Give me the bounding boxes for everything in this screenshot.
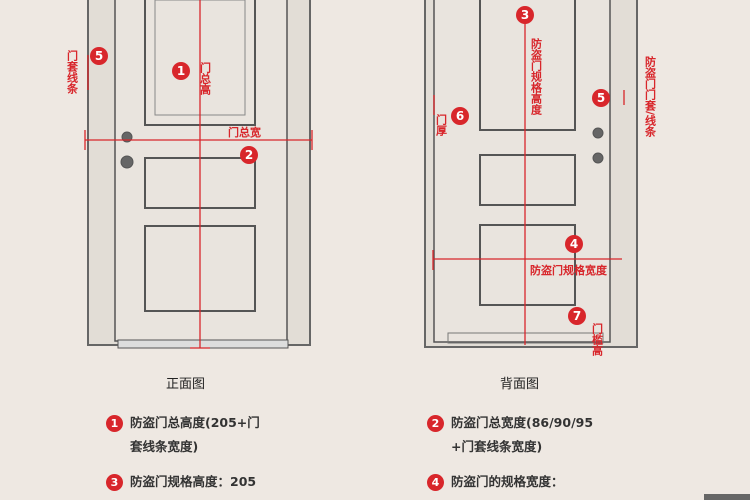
marker-4 xyxy=(565,235,583,253)
label-thickness: 门厚 xyxy=(435,113,448,137)
back-door xyxy=(424,0,638,348)
back-caption: 背面图 xyxy=(500,377,540,392)
svg-text:6: 6 xyxy=(456,109,464,123)
label-sill-height: 门槛高 xyxy=(591,322,604,357)
svg-text:5: 5 xyxy=(597,91,605,105)
front-door xyxy=(87,0,311,349)
svg-text:2: 2 xyxy=(245,148,253,162)
marker-2 xyxy=(240,146,258,164)
marker-5 xyxy=(90,47,108,65)
svg-text:1: 1 xyxy=(177,64,185,78)
marker-5 xyxy=(592,89,610,107)
front-caption: 正面图 xyxy=(166,377,206,392)
label-total-height: 门总高 xyxy=(199,61,212,96)
label-frame-trim: 防盗门门套/线条 xyxy=(644,55,658,138)
back-dimensions: 3 5 6 4 7 防盗门规格高度 防盗门门套/线条 门厚 防盗门规格宽度 门槛… xyxy=(432,6,658,357)
label-spec-height: 防盗门规格高度 xyxy=(530,37,543,116)
label-spec-width: 防盗门规格宽度 xyxy=(530,263,608,277)
marker-3 xyxy=(516,6,534,24)
svg-text:4: 4 xyxy=(570,237,578,251)
marker-7 xyxy=(568,307,586,325)
front-dimensions: 1 2 5 门总高 门总宽 门套线条 xyxy=(66,0,313,349)
svg-text:7: 7 xyxy=(573,309,581,323)
label-total-width: 门总宽 xyxy=(228,125,261,139)
marker-1 xyxy=(172,62,190,80)
svg-text:3: 3 xyxy=(521,8,529,22)
marker-6 xyxy=(451,107,469,125)
label-frame-trim: 门套线条 xyxy=(66,49,80,95)
corner-bar xyxy=(704,494,750,500)
svg-text:5: 5 xyxy=(95,49,103,63)
